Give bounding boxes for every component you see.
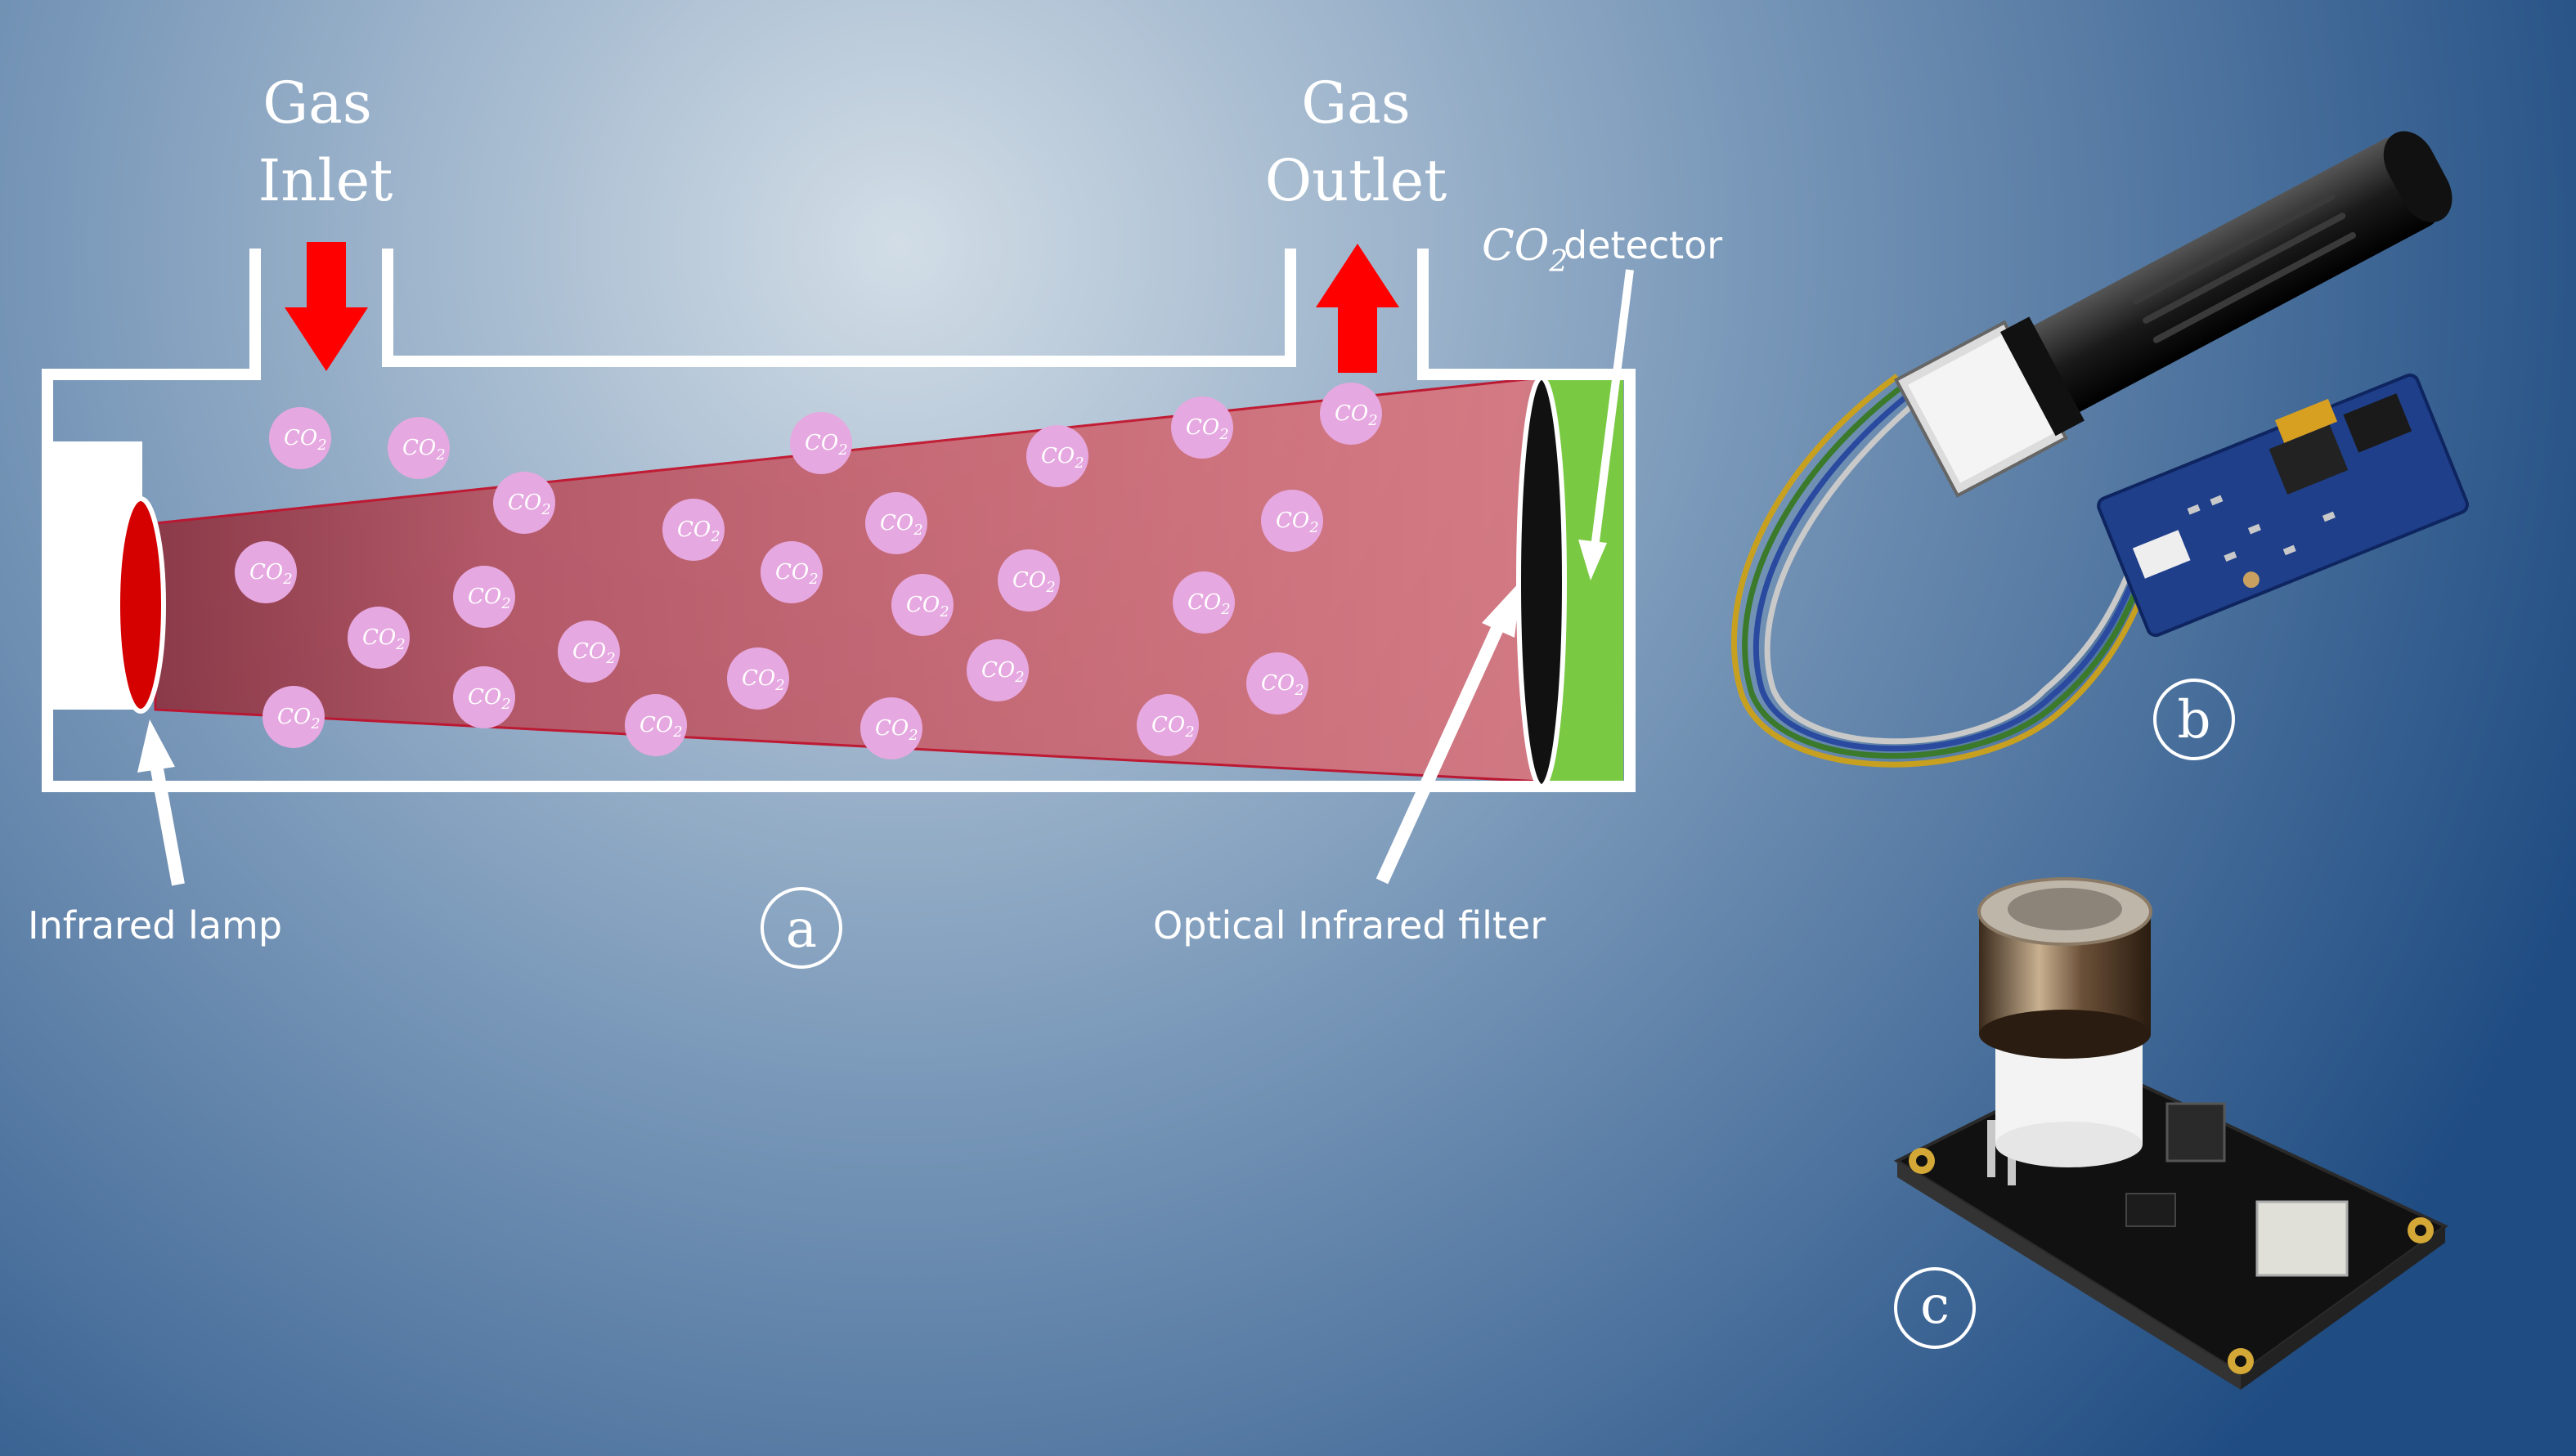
gas-outlet-arrow <box>1316 244 1399 373</box>
co2-molecule: CO2 <box>625 694 687 756</box>
co2-molecule: CO2 <box>269 407 331 469</box>
svg-text:CO2: CO2 <box>1261 671 1304 699</box>
svg-text:CO2: CO2 <box>981 658 1025 686</box>
gas-inlet-label-line1: Gas <box>263 69 372 137</box>
svg-text:CO2: CO2 <box>906 593 949 620</box>
svg-text:CO2: CO2 <box>284 426 327 454</box>
svg-text:CO2: CO2 <box>1186 415 1229 443</box>
co2-molecule: CO2 <box>1137 694 1199 756</box>
co2-molecule: CO2 <box>727 647 789 710</box>
co2-sensor-board-icon: c <box>1893 877 2448 1390</box>
co2-molecule: CO2 <box>790 412 852 474</box>
co2-molecule: CO2 <box>453 666 515 728</box>
svg-text:c: c <box>1920 1275 1950 1336</box>
svg-text:CO2: CO2 <box>277 705 321 732</box>
co2-molecule: CO2 <box>1320 383 1382 445</box>
co2-molecule: CO2 <box>388 417 450 479</box>
co2-detector-sub: 2 <box>1548 245 1568 279</box>
svg-text:b: b <box>2178 690 2211 750</box>
pointer-arrows <box>137 269 1634 886</box>
co2-detector-suffix: detector <box>1564 223 1722 267</box>
svg-text:CO2: CO2 <box>1012 568 1056 596</box>
svg-text:CO2: CO2 <box>572 639 616 667</box>
co2-molecule: CO2 <box>662 499 725 561</box>
panel-a-marker: a <box>761 887 842 969</box>
co2-molecule: CO2 <box>998 549 1060 612</box>
gas-outlet-label-line1: Gas <box>1301 69 1411 137</box>
svg-text:CO2: CO2 <box>1335 401 1378 429</box>
co2-molecule: CO2 <box>1246 652 1308 715</box>
infrared-lamp-icon <box>115 496 166 714</box>
svg-text:CO2: CO2 <box>1482 222 1568 279</box>
svg-text:CO2: CO2 <box>402 436 446 464</box>
gas-outlet-label-line2: Outlet <box>1265 147 1447 214</box>
optical-filter-icon <box>1516 375 1567 789</box>
svg-text:CO2: CO2 <box>1151 713 1195 741</box>
svg-text:CO2: CO2 <box>1041 444 1084 472</box>
co2-molecule: CO2 <box>453 566 515 628</box>
svg-text:CO2: CO2 <box>640 713 683 741</box>
co2-molecule: CO2 <box>558 620 620 683</box>
svg-text:CO2: CO2 <box>468 685 511 713</box>
svg-text:CO2: CO2 <box>677 517 720 545</box>
ndir-probe-sensor-icon: b <box>1731 131 2469 768</box>
co2-molecule: CO2 <box>1261 490 1323 552</box>
svg-text:CO2: CO2 <box>508 491 551 518</box>
svg-text:CO2: CO2 <box>1187 590 1231 618</box>
panel-c-marker: c <box>1894 1267 1976 1349</box>
infrared-lamp-label: Infrared lamp <box>28 903 282 948</box>
svg-text:CO2: CO2 <box>875 716 918 744</box>
co2-detector-prefix: CO <box>1482 222 1549 271</box>
gas-inlet-arrow <box>285 242 368 371</box>
co2-molecule: CO2 <box>891 574 954 636</box>
co2-molecule: CO2 <box>1173 571 1235 634</box>
co2-molecule: CO2 <box>235 541 297 603</box>
co2-detector-label: CO2 detector <box>1482 222 1722 279</box>
svg-text:CO2: CO2 <box>249 560 293 588</box>
svg-text:CO2: CO2 <box>742 666 785 694</box>
svg-text:a: a <box>786 899 817 960</box>
tube-outline <box>42 249 1636 792</box>
co2-molecule: CO2 <box>1026 425 1088 487</box>
co2-molecule: CO2 <box>865 492 927 554</box>
panel-b-marker: b <box>2153 679 2235 760</box>
svg-text:CO2: CO2 <box>1276 508 1319 536</box>
svg-text:CO2: CO2 <box>880 511 923 539</box>
co2-molecule: CO2 <box>860 697 922 759</box>
svg-text:CO2: CO2 <box>468 585 511 612</box>
co2-molecule: CO2 <box>967 639 1029 701</box>
optical-filter-label: Optical Infrared filter <box>1153 903 1546 948</box>
co2-molecule: CO2 <box>761 541 823 603</box>
svg-text:CO2: CO2 <box>775 560 819 588</box>
co2-molecule: CO2 <box>348 607 410 669</box>
svg-text:CO2: CO2 <box>805 431 848 459</box>
co2-molecule: CO2 <box>1171 396 1233 459</box>
co2-molecule: CO2 <box>493 472 555 534</box>
gas-inlet-label-line2: Inlet <box>258 147 393 214</box>
co2-molecule: CO2 <box>263 686 325 748</box>
svg-text:CO2: CO2 <box>362 625 406 653</box>
